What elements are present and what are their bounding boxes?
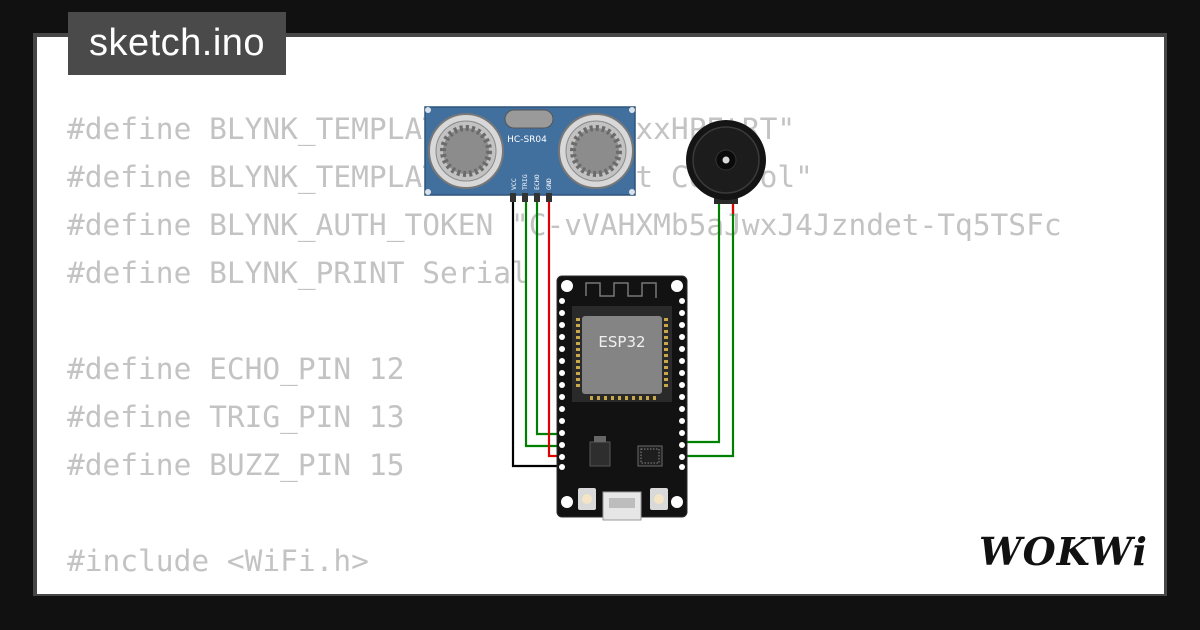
pin-header-left [559, 298, 565, 470]
wokwi-logo-text: WOKWi [979, 529, 1148, 574]
wire-buzzer-1 [682, 203, 721, 444]
antenna-trace [585, 282, 657, 298]
esp32-module-shield [582, 316, 662, 394]
wire-echo [535, 200, 565, 436]
module-pads [576, 318, 668, 400]
sensor-model-label: HC-SR04 [507, 135, 547, 145]
pin-label-echo: ECHO [533, 174, 541, 190]
pin-label-gnd: GND [545, 178, 553, 190]
wire-buzzer-2 [682, 203, 735, 458]
button-icon[interactable] [650, 488, 668, 510]
wire-trig [524, 200, 565, 448]
wokwi-logo: WOKWi [979, 529, 1148, 574]
esp32-board[interactable]: ESP32 [556, 275, 688, 521]
buzzer-icon[interactable] [686, 120, 766, 204]
button-icon[interactable] [578, 488, 596, 510]
code-line: #define TRIG_PIN 13 [67, 400, 405, 434]
code-line: #define BLYNK_PRINT Serial [67, 256, 529, 290]
code-line: #include <WiFiClient.h> [67, 585, 1062, 594]
wire-gnd [511, 200, 565, 468]
pin-header-right [679, 298, 685, 470]
wires [511, 200, 735, 468]
code-line: #include <WiFi.h> [67, 544, 369, 578]
pin-label-vcc: VCC [510, 178, 518, 190]
code-line: #define BUZZ_PIN 15 [67, 448, 405, 482]
transducer-right [558, 113, 634, 189]
code-line: #define BLYNK_AUTH_TOKEN "C-vVAHXMb5aJwx… [67, 208, 1062, 242]
pin-label-trig: TRIG [521, 174, 529, 190]
code-line: #define ECHO_PIN 12 [67, 352, 405, 386]
regulator-chip [589, 436, 611, 467]
file-tab[interactable]: sketch.ino [68, 12, 286, 75]
usb-port-icon [602, 491, 642, 521]
ultrasonic-sensor[interactable]: HC-SR04 VCC TRIG ECHO GND [424, 106, 636, 202]
usb-uart-chip [637, 445, 663, 467]
transducer-left [428, 113, 504, 189]
esp32-chip-label: ESP32 [598, 333, 645, 351]
